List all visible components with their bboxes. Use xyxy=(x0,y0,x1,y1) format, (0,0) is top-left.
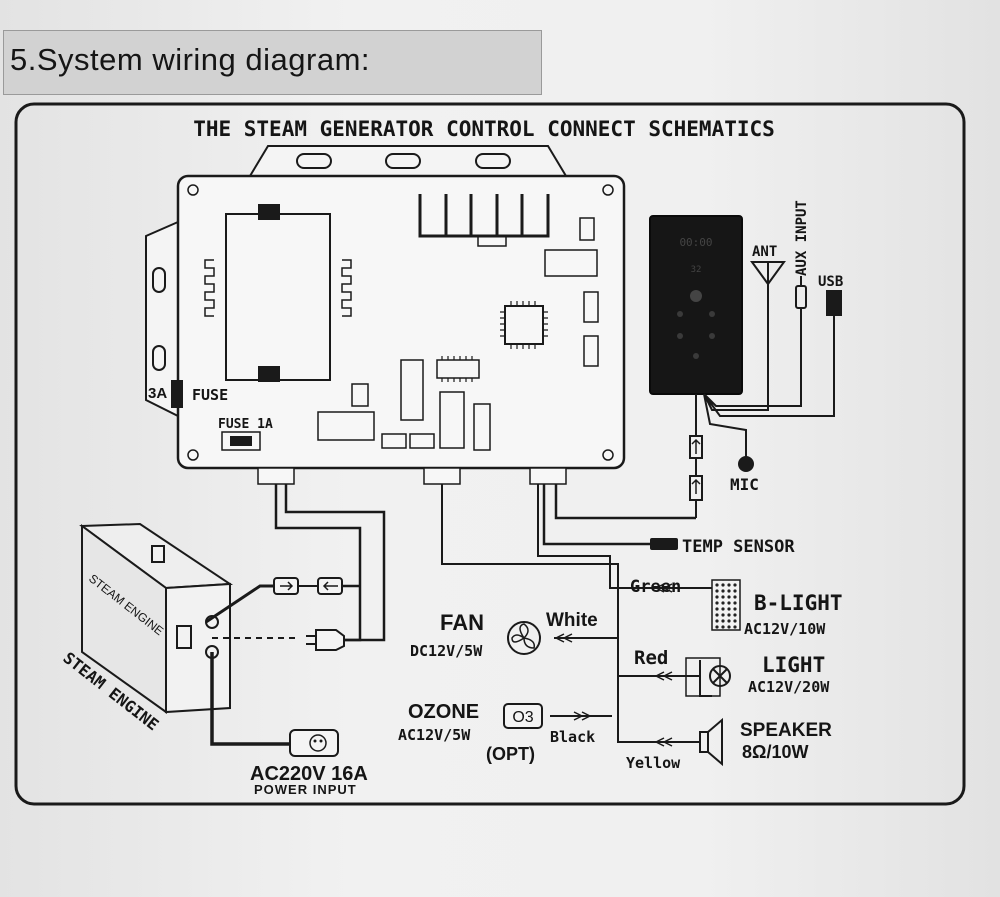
antenna-label: ANT xyxy=(752,244,777,260)
engine-plug-connector xyxy=(273,577,343,595)
fan-wire-label: White xyxy=(546,610,598,631)
fan-arrow xyxy=(555,633,573,643)
engine-supply-wire xyxy=(205,584,274,624)
fan-icon xyxy=(507,621,541,655)
mic-icon xyxy=(738,456,754,472)
panel-connector xyxy=(689,435,703,518)
section-header xyxy=(3,30,542,95)
light-arrow xyxy=(655,671,673,681)
fuse-3a-label: 3A xyxy=(148,385,167,402)
aux-input-label: AUX INPUT xyxy=(794,200,810,276)
panel-small-display: 32 xyxy=(691,265,702,275)
fan-bus xyxy=(441,484,619,639)
power-cable xyxy=(210,652,290,746)
fuse-label: FUSE xyxy=(192,386,228,404)
b-light-spec: AC12V/10W xyxy=(744,620,826,638)
light-label: LIGHT xyxy=(762,653,825,677)
ozone-spec: AC12V/5W xyxy=(398,726,471,744)
control-box xyxy=(145,145,626,485)
diagram-frame xyxy=(14,102,966,806)
fuse-1a-label: FUSE 1A xyxy=(218,417,273,432)
b-light-icon xyxy=(711,579,741,631)
section-title: 5.System wiring diagram: xyxy=(10,42,371,77)
aux-plug-icon xyxy=(795,276,807,309)
b-light-wire-label: Green xyxy=(630,577,681,597)
speaker-bus xyxy=(617,676,700,743)
light-icon xyxy=(685,657,731,697)
ozone-label: OZONE xyxy=(408,701,479,723)
speaker-spec: 8Ω/10W xyxy=(742,742,808,762)
b-light-bus xyxy=(537,484,712,589)
fan-label: FAN xyxy=(440,610,484,635)
panel-wire xyxy=(554,484,696,520)
ozone-arrow xyxy=(573,711,591,721)
schematic-title: THE STEAM GENERATOR CONTROL CONNECT SCHE… xyxy=(193,117,775,141)
light-wire-label: Red xyxy=(634,647,668,669)
speaker-arrow xyxy=(655,737,673,747)
temp-sensor-label: TEMP SENSOR xyxy=(682,537,795,557)
temp-sensor-icon xyxy=(650,538,678,550)
panel-cables xyxy=(695,294,835,458)
ozone-icon xyxy=(503,703,543,729)
speaker-wire-label: Yellow xyxy=(626,754,681,772)
mic-label: MIC xyxy=(730,475,759,494)
power-input-label: POWER INPUT xyxy=(254,782,357,797)
power-plug-icon xyxy=(289,729,339,757)
ozone-opt-label: (OPT) xyxy=(486,744,535,764)
iec-plug-icon xyxy=(306,629,345,651)
fan-spec: DC12V/5W xyxy=(410,642,483,660)
antenna-icon xyxy=(750,261,786,294)
light-spec: AC12V/20W xyxy=(748,678,830,696)
b-light-arrow xyxy=(655,583,673,593)
speaker-label: SPEAKER xyxy=(740,720,832,741)
ozone-symbol: O3 xyxy=(512,709,533,726)
ozone-wire-label: Black xyxy=(550,728,595,746)
usb-label: USB xyxy=(818,274,843,290)
b-light-label: B-LIGHT xyxy=(754,591,843,615)
return-wire xyxy=(284,484,386,642)
supply-loop-wire xyxy=(274,484,362,642)
temp-sensor-wire xyxy=(542,484,650,546)
usb-plug-icon xyxy=(826,290,842,316)
panel-display: 00:00 xyxy=(679,236,712,249)
speaker-icon xyxy=(699,717,723,767)
power-voltage: AC220V 16A xyxy=(250,763,368,785)
